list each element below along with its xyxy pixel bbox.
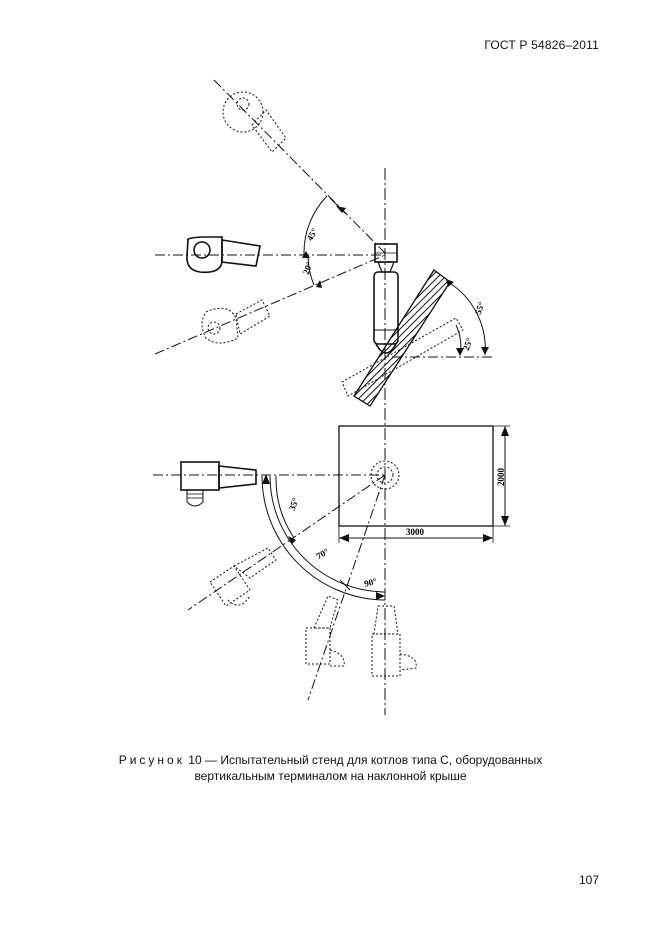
- arrow-35-end: [288, 536, 296, 544]
- dim-3000-arrow-left: [339, 534, 349, 542]
- arc-90-inner: [269, 475, 386, 593]
- arrow-arc-end: [376, 592, 385, 600]
- terminal-lower-horizontal: [180, 461, 257, 507]
- axis-45-line: [213, 79, 386, 254]
- angle-label-70: 70°: [315, 546, 331, 561]
- dim-3000-arrow-right: [483, 534, 493, 542]
- arrow-45-start: [302, 251, 310, 258]
- axis-20-line: [154, 254, 386, 355]
- angle-label-55: 55°: [473, 300, 487, 316]
- page-number: 107: [578, 873, 599, 887]
- terminal-ghost-45: [222, 91, 287, 153]
- arc-45-tick: [329, 197, 347, 215]
- dim-2000-arrow-top: [501, 426, 509, 436]
- arc-45: [303, 195, 328, 256]
- caption-line-1: Рисунок 10 — Испытательный стенд для кот…: [60, 752, 601, 768]
- roof-plank-ghost-25: [341, 317, 464, 397]
- terminal-ghost-20: [201, 299, 271, 344]
- terminal-ghost-90: [371, 605, 417, 677]
- standard-number: ГОСТ Р 54826–2011: [484, 38, 599, 52]
- dimension-label-3000: 3000: [406, 527, 425, 537]
- arrow-55-start: [446, 279, 454, 287]
- plan-rectangle: [338, 425, 494, 527]
- arc-35: [275, 475, 295, 539]
- arrow-25-end: [456, 348, 464, 356]
- dimension-label-2000: 2000: [496, 468, 506, 487]
- roof-plank-hatched: [353, 269, 451, 407]
- angle-label-25: 25°: [461, 336, 475, 352]
- dim-2000-arrow-bottom: [501, 516, 509, 526]
- angle-label-35: 35°: [287, 496, 301, 512]
- caption-line-2: вертикальным терминалом на наклонной кры…: [194, 769, 467, 783]
- arc-90-tick: [339, 579, 351, 591]
- terminal-ghost-35: [209, 547, 277, 607]
- arrow-55-end: [481, 347, 489, 355]
- angle-label-45: 45°: [305, 226, 320, 242]
- arrow-20-end: [316, 280, 322, 288]
- arrow-arc-start: [262, 474, 270, 484]
- terminal-ghost-70: [305, 595, 345, 667]
- figure-caption: Рисунок 10 — Испытательный стенд для кот…: [60, 752, 601, 784]
- arc-90-outer: [261, 475, 386, 601]
- terminal-horizontal: [186, 236, 261, 274]
- angle-label-20: 20°: [301, 260, 315, 276]
- caption-text: 10 — Испытательный стенд для котлов типа…: [184, 753, 543, 767]
- arc-20: [307, 256, 315, 286]
- angle-label-90: 90°: [363, 576, 378, 589]
- axis-70-line: [307, 474, 386, 701]
- caption-lead: Рисунок: [118, 753, 185, 767]
- arc-55: [447, 281, 486, 356]
- axis-35-line: [187, 474, 386, 611]
- document-header: ГОСТ Р 54826–2011: [484, 38, 599, 52]
